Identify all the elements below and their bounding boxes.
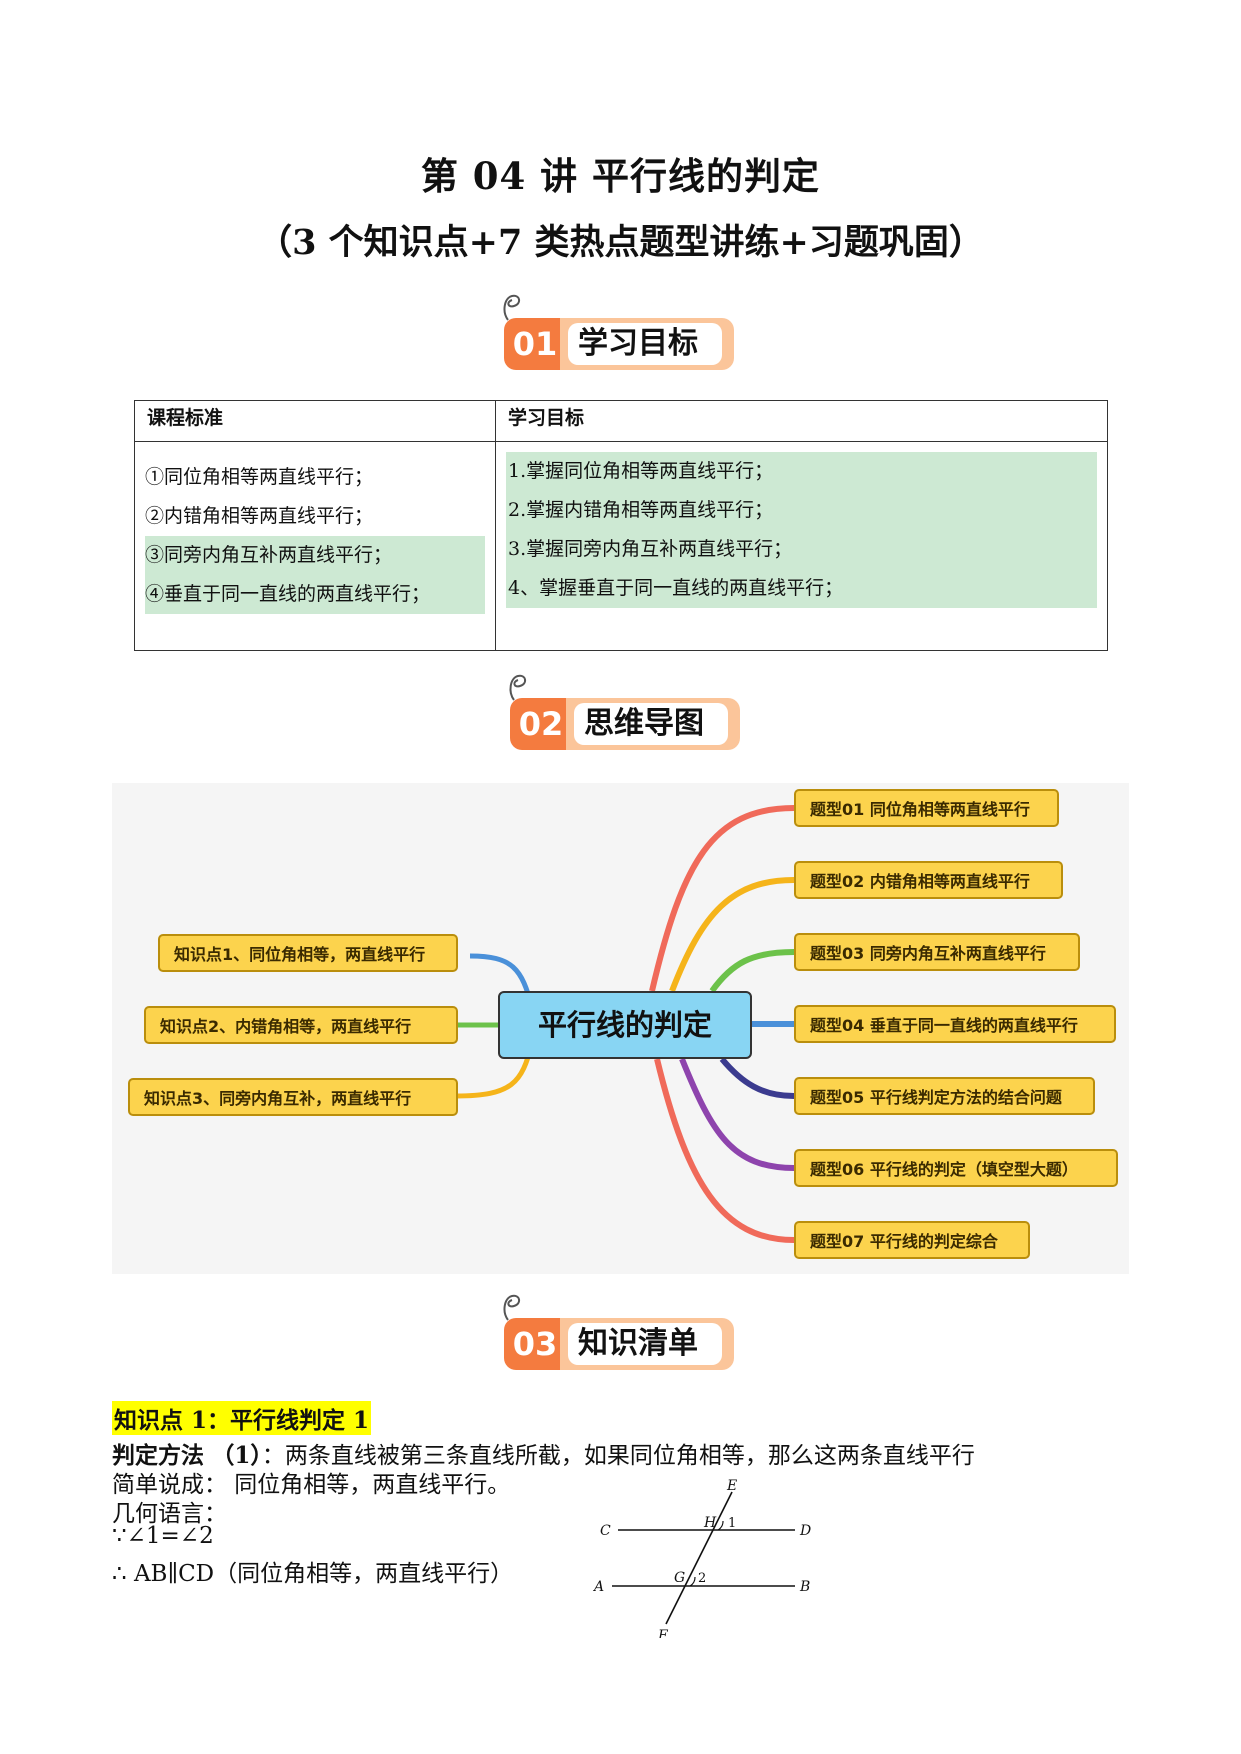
clip-hook-icon (509, 674, 526, 701)
standard-item: ②内错角相等两直线平行； (145, 505, 374, 527)
mind-map-branches (455, 805, 795, 1243)
section-number: 01 (504, 318, 566, 370)
section-label: 知识清单 (568, 1323, 722, 1365)
label-g: G (674, 1570, 685, 1586)
objective-item: 1.掌握同位角相等两直线平行； (508, 460, 774, 482)
standard-item: ①同位角相等两直线平行； (145, 466, 374, 488)
section-number: 02 (510, 698, 572, 750)
section-badge-03: 03 知识清单 (503, 1294, 744, 1372)
clip-hook-icon (503, 1294, 520, 1321)
question-type-node: 题型05 平行线判定方法的结合问题 (794, 1077, 1095, 1115)
label-b: B (799, 1579, 810, 1595)
goals-table: 课程标准 学习目标 ①同位角相等两直线平行； ②内错角相等两直线平行； ③同旁内… (134, 400, 1108, 651)
mind-map-center: 平行线的判定 (498, 991, 752, 1059)
question-type-node: 题型02 内错角相等两直线平行 (794, 861, 1063, 899)
method-text: ：两条直线被第三条直线所截，如果同位角相等，那么这两条直线平行 (261, 1443, 975, 1469)
angle-2-arc (689, 1576, 696, 1587)
standard-item: ④垂直于同一直线的两直线平行； (145, 575, 485, 614)
label-angle-2: 2 (698, 1571, 706, 1586)
branch-right-3 (709, 949, 795, 993)
line-ef (665, 1491, 733, 1625)
objective-item: 3.掌握同旁内角互补两直线平行； (508, 538, 793, 560)
objective-item: 4、掌握垂直于同一直线的两直线平行； (508, 577, 844, 599)
therefore-statement: ∴ AB∥CD（同位角相等，两直线平行） (112, 1561, 514, 1587)
geometry-language-label: 几何语言： (112, 1501, 227, 1527)
objectives-cell: 1.掌握同位角相等两直线平行； 2.掌握内错角相等两直线平行； 3.掌握同旁内角… (495, 441, 1108, 651)
branch-right-7 (654, 1058, 795, 1243)
standards-cell: ①同位角相等两直线平行； ②内错角相等两直线平行； ③同旁内角互补两直线平行； … (134, 441, 496, 651)
branch-right-5 (719, 1057, 795, 1099)
knowledge-node: 知识点1、同位角相等，两直线平行 (158, 934, 458, 972)
col-header-standards: 课程标准 (134, 400, 496, 442)
label-f: F (657, 1628, 669, 1638)
knowledge-point-title: 知识点 1：平行线判定 1 (112, 1401, 372, 1435)
section-number: 03 (504, 1318, 566, 1370)
method-label: 判定方法 (112, 1442, 204, 1469)
question-type-node: 题型03 同旁内角互补两直线平行 (794, 933, 1080, 971)
branch-right-2 (669, 877, 795, 993)
judgement-method: 判定方法 （1）：两条直线被第三条直线所截，如果同位角相等，那么这两条直线平行 (112, 1436, 975, 1470)
clip-hook-icon (503, 294, 520, 321)
section-label: 学习目标 (568, 323, 722, 365)
question-type-node: 题型04 垂直于同一直线的两直线平行 (794, 1005, 1116, 1043)
simple-statement: 简单说成： 同位角相等，两直线平行。 (112, 1472, 511, 1498)
branch-right-6 (679, 1057, 795, 1171)
objective-item: 2.掌握内错角相等两直线平行； (508, 499, 774, 521)
label-e: E (726, 1478, 737, 1494)
section-badge-01: 01 学习目标 (503, 294, 744, 372)
label-h: H (703, 1515, 717, 1531)
branch-right-1 (649, 805, 795, 992)
knowledge-node: 知识点3、同旁内角互补，两直线平行 (128, 1078, 458, 1116)
question-type-node: 题型07 平行线的判定综合 (794, 1221, 1030, 1259)
page-subtitle: （3 个知识点+7 类热点题型讲练+习题巩固） (257, 222, 984, 263)
label-c: C (600, 1523, 611, 1539)
angle-1-arc (717, 1520, 724, 1531)
method-number: （1） (211, 1442, 262, 1469)
label-angle-1: 1 (728, 1516, 736, 1531)
question-type-node: 题型06 平行线的判定（填空型大题） (794, 1149, 1118, 1187)
knowledge-node: 知识点2、内错角相等，两直线平行 (144, 1006, 458, 1044)
mind-map: 平行线的判定 知识点1、同位角相等，两直线平行 知识点2、内错角相等，两直线平行… (112, 783, 1129, 1274)
label-a: A (592, 1579, 604, 1595)
question-type-node: 题型01 同位角相等两直线平行 (794, 789, 1059, 827)
col-header-objectives: 学习目标 (495, 400, 1108, 442)
page-title: 第 04 讲 平行线的判定 (420, 154, 821, 198)
label-d: D (799, 1523, 811, 1539)
standard-item: ③同旁内角互补两直线平行； (145, 536, 485, 575)
section-badge-02: 02 思维导图 (509, 674, 750, 752)
parallel-lines-figure: E F C D A B H G 1 2 (592, 1478, 811, 1638)
because-statement: ∵∠1=∠2 (112, 1523, 214, 1549)
section-label: 思维导图 (574, 703, 728, 745)
